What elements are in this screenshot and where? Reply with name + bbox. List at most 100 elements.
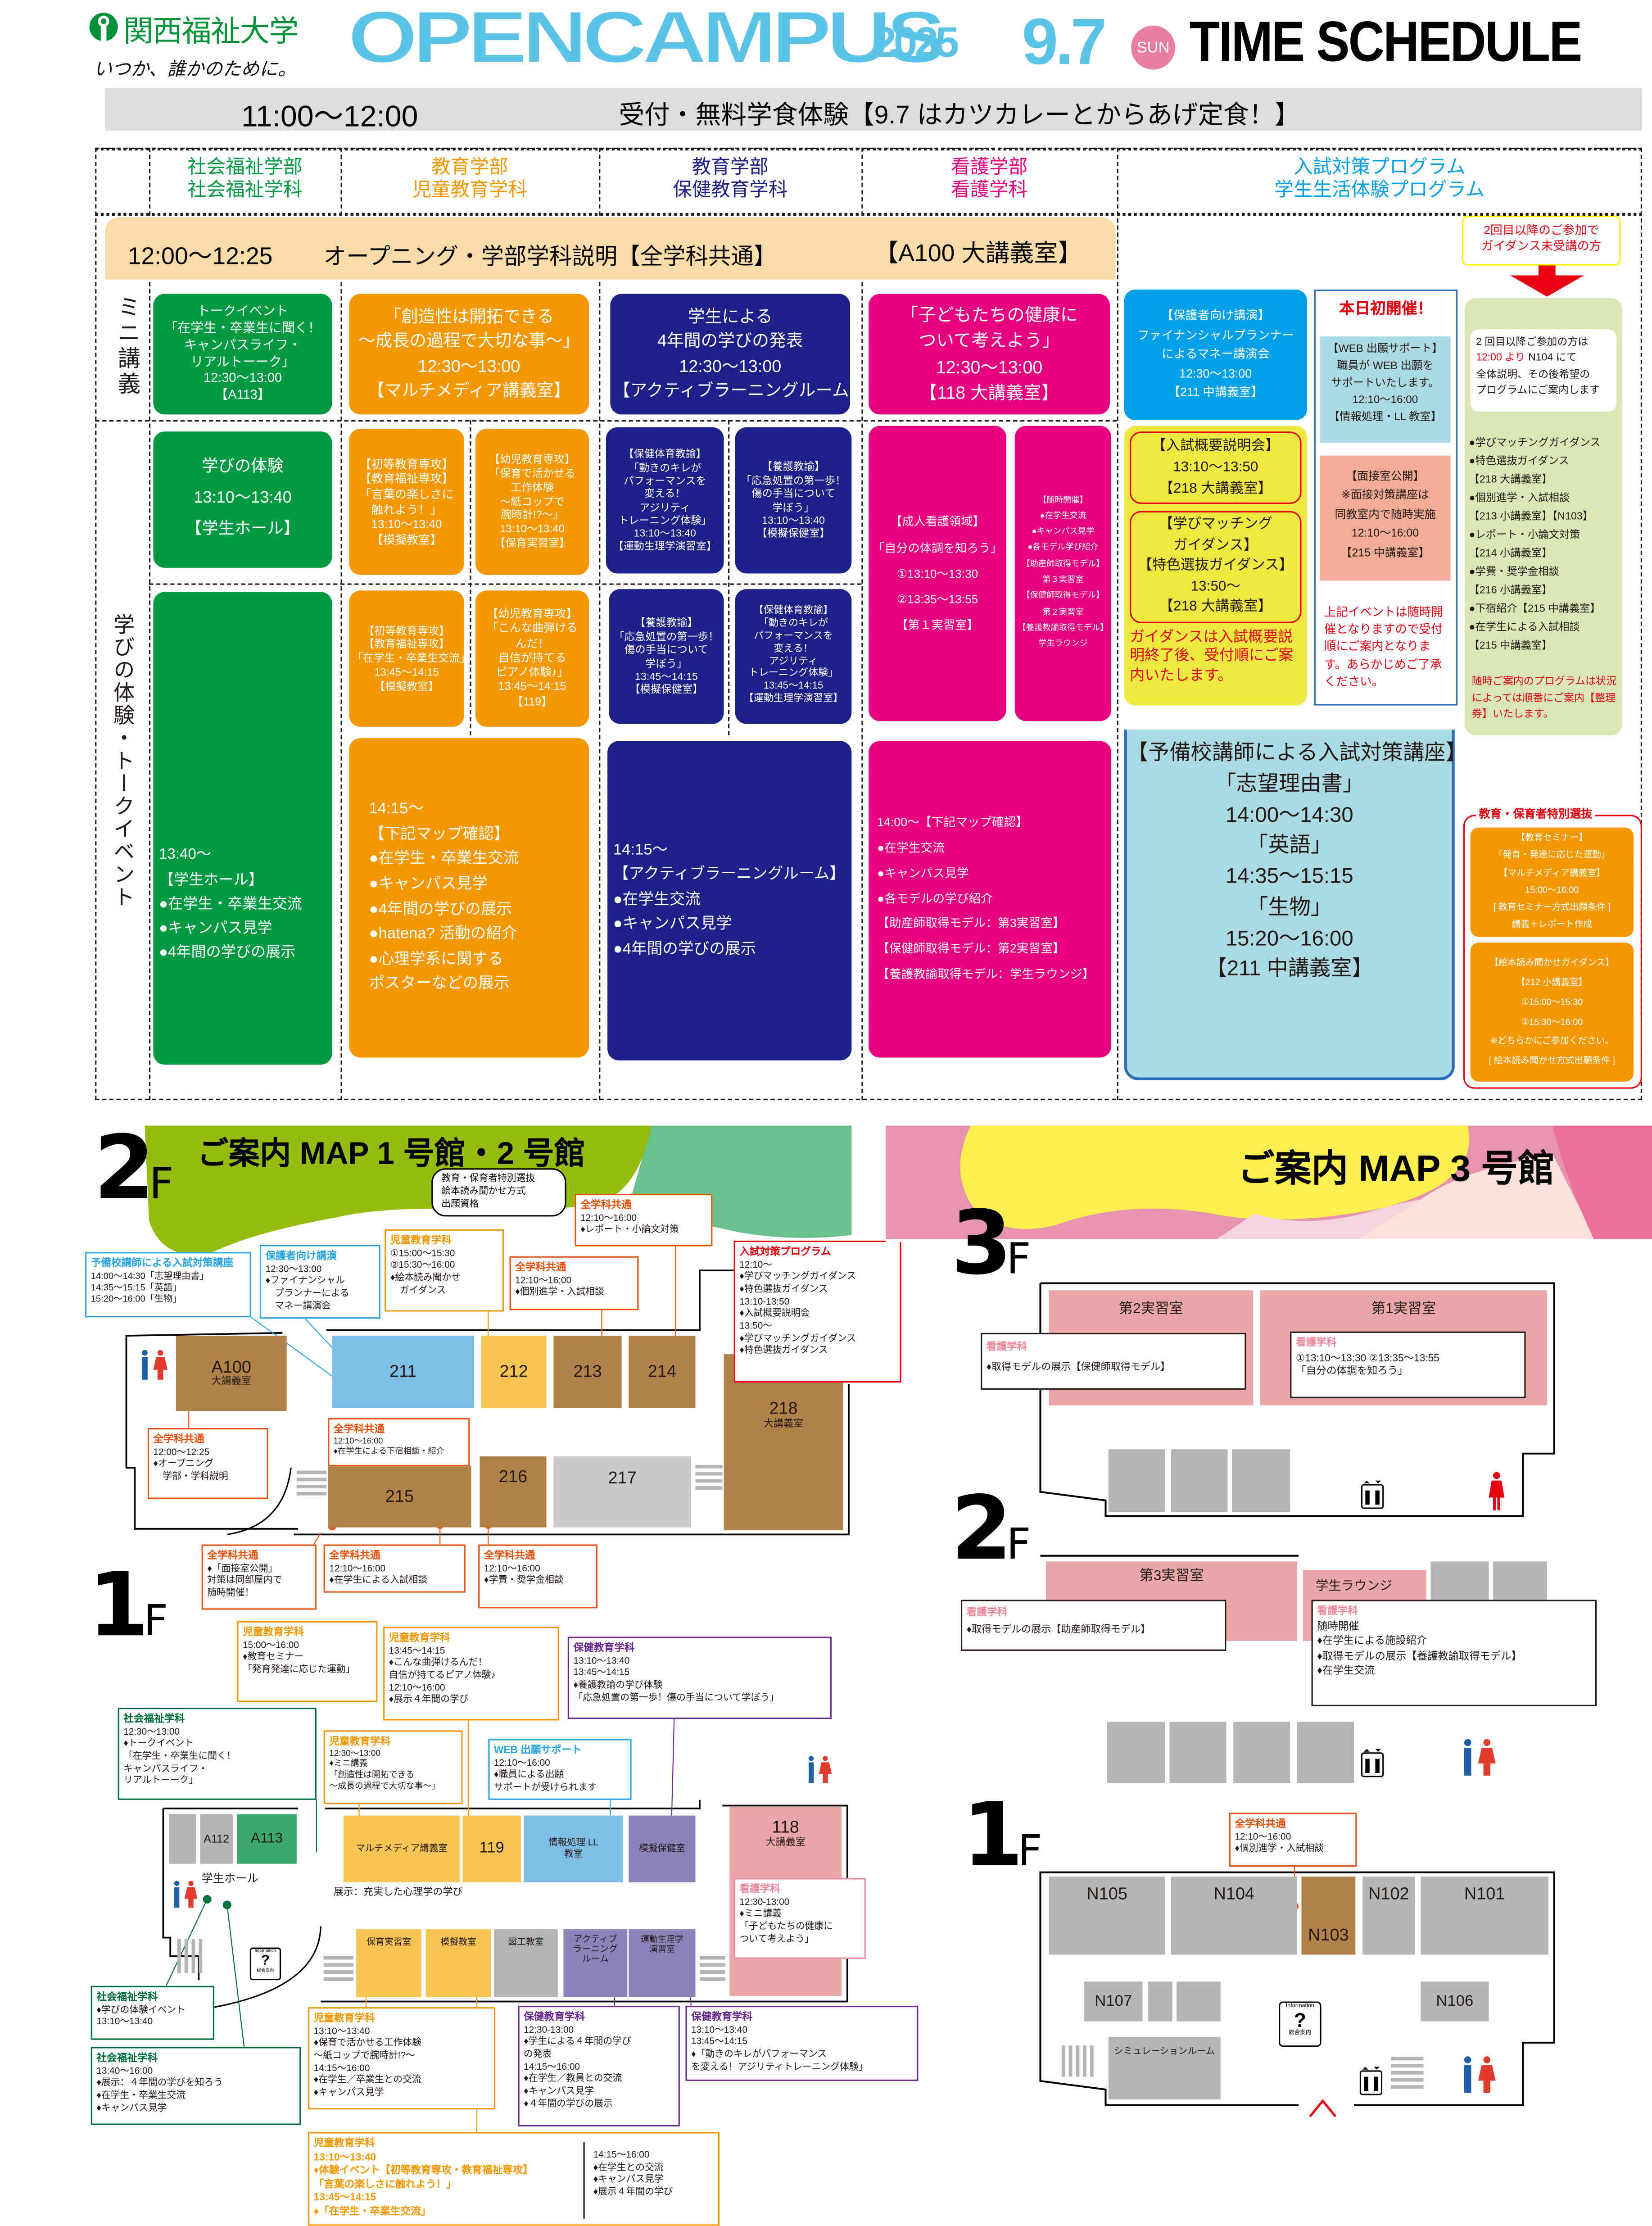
text-line: 学ぼう」 — [645, 656, 688, 670]
school-nurse-card-1: 【養護教諭】「応急処置の第一歩！傷の手当について学ぼう」13:10〜13:40【… — [735, 427, 852, 574]
room-n102[interactable]: N102 — [1362, 1877, 1415, 1955]
text-line: 13:10〜13:40 — [194, 490, 292, 507]
early-childhood-card-1: 【幼児教育専攻】「保育で活かせる工作体験〜紙コップで腕時計!?〜」13:10〜1… — [475, 428, 589, 575]
callout-interview-room: 全学科共通♦「面接室公開」対策は同部屋内で随時開催！ — [201, 1544, 317, 1610]
column-header-admission: 入試対策プログラム学生生活体験プログラム — [1117, 156, 1642, 201]
pe-teacher-card-2: 【保健体育教諭】「動きのキレがパフォーマンスを変える！アジリティトレーニング体験… — [735, 589, 852, 724]
text-line: ♦教育セミナー — [243, 1652, 304, 1663]
mini-lecture-nursing-card: 「子どもたちの健康について考えよう」12:30〜13:00【118 大講義室】 — [869, 294, 1110, 415]
text-line: 13:45〜14:15 — [374, 665, 439, 679]
text-line: ピアノ体験♪」 — [496, 666, 569, 679]
room-212[interactable]: 212 — [481, 1336, 547, 1408]
text-line: ♦在学生／卒業生との交流 — [313, 2076, 421, 2086]
room-simulation[interactable]: シミュレーションルーム — [1108, 2037, 1221, 2099]
room-215[interactable]: 215 — [328, 1466, 471, 1528]
speech-bubble: 教育・保育者特別選抜絵本読み聞かせ方式出願資格 — [431, 1168, 566, 1217]
text-line: 13:50〜 — [739, 1321, 773, 1332]
room-unnamed — [1108, 1449, 1165, 1512]
matching-guidance-card: 【学びマッチングガイダンス】【特色選抜ガイダンス】13:50〜【218 大講義室… — [1130, 511, 1302, 623]
text-line: 【幼児教育専攻】 — [489, 453, 575, 467]
floor-label-2f: 2F — [951, 1484, 1031, 1573]
text-line: 〜紙コップで腕時計!?〜 — [313, 2051, 415, 2061]
text-line: 【保護者向け講演】 — [1161, 308, 1270, 322]
text-line: 〜成長の過程で大切な事〜」 — [329, 1783, 440, 1792]
text-line: 13:10〜13:40 — [634, 526, 696, 540]
column-divider — [470, 420, 471, 735]
text-line: 【218 大講義室】 — [1469, 472, 1552, 486]
room-exercise-physiology[interactable]: 運動生理学演習室 — [629, 1929, 696, 1998]
restroom-icon — [142, 1350, 167, 1380]
dept-label: 入試対策プログラム — [1293, 156, 1466, 178]
text-line: 【学びマッチング — [1159, 517, 1272, 533]
text-line: 15:00〜16:00 — [1525, 885, 1579, 896]
room-mock-health[interactable]: 模擬保健室 — [629, 1815, 696, 1882]
text-line: 【214 小講義室】 — [1469, 547, 1552, 560]
room-n107[interactable]: N107 — [1084, 1981, 1143, 2022]
table-header-rule — [95, 213, 1642, 216]
text-line: ※どちらかにご参加ください。 — [1490, 1037, 1614, 1047]
room-label: N105 — [1086, 1883, 1127, 1904]
floor-number: 1 — [88, 1553, 149, 1657]
room-n106[interactable]: N106 — [1421, 1981, 1489, 2022]
room-119[interactable]: 119 — [462, 1815, 521, 1882]
room-childcare-practice[interactable]: 保育実習室 — [356, 1929, 422, 1998]
text-line: キャンパスライフ・ — [123, 1764, 208, 1774]
room-a113[interactable]: A113 — [237, 1814, 297, 1864]
school-nurse-card-2: 【養護教諭】「応急処置の第一歩！傷の手当について学ぼう」13:45〜14:15【… — [609, 589, 724, 724]
text-line: 〜紙コップで — [500, 494, 565, 508]
text-line: 14:00〜【下記マップ確認】 — [877, 815, 1028, 829]
text-line: サポートいたします。 — [1331, 376, 1439, 389]
room-n103[interactable]: N103 — [1301, 1877, 1356, 1955]
early-childhood-card-2: 【幼児教育専攻】「こんな曲弾けるんだ！自信が持てるピアノ体験♪」13:45〜14… — [475, 590, 589, 727]
entrance-caret-icon — [1309, 2099, 1337, 2117]
room-214[interactable]: 214 — [629, 1336, 696, 1408]
text-line: 【模擬教室】 — [374, 679, 439, 692]
room-multimedia[interactable]: マルチメディア講義室 — [343, 1815, 460, 1882]
room-active-learning[interactable]: アクティブラーニングルーム — [563, 1929, 628, 1998]
text-line: 社会福祉学科 — [123, 1712, 185, 1725]
text-line: 12:10〜16:00 — [329, 1564, 386, 1574]
text-line: 触れよう！」 — [371, 502, 442, 516]
text-line: 学生による — [688, 306, 773, 326]
room-label: 第1実習室 — [1371, 1301, 1436, 1318]
text-line: 看護学科 — [966, 1605, 1008, 1618]
room-216[interactable]: 216 — [480, 1456, 547, 1528]
text-line: 15:20〜16:00 — [1225, 926, 1353, 951]
text-line: 「生物」 — [1247, 895, 1332, 920]
edu-special-title: 教育・保育者特別選抜 — [1476, 806, 1595, 822]
room-213[interactable]: 213 — [553, 1336, 622, 1408]
room-a112[interactable]: A112 — [200, 1814, 233, 1864]
room-mock-classroom[interactable]: 模擬教室 — [425, 1929, 491, 1998]
room-n104[interactable]: N104 — [1171, 1877, 1298, 1955]
text-line: 第３実習室 — [1042, 576, 1084, 585]
repeat-visitor-info: 2 回目以降ご参加の方は 12:00 より N104 にて 全体説明、その後希望… — [1470, 329, 1617, 412]
room-n105[interactable]: N105 — [1049, 1877, 1165, 1955]
text-line: 学びの体験 — [202, 458, 284, 476]
room-n101[interactable]: N101 — [1421, 1877, 1548, 1955]
text-line: リアルトーーク」 — [190, 354, 295, 368]
text-line: 12:30〜13:00 — [123, 1727, 180, 1737]
text-line: 全学科共通 — [580, 1198, 632, 1211]
callout-nursing-2f-left: 看護学科♦取得モデルの展示【助産師取得モデル】 — [960, 1600, 1227, 1651]
text-line: 【養護教諭】 — [762, 460, 825, 473]
text-line: 【211 中講義室】 — [1168, 385, 1263, 399]
information-icon: Information ? 総合案内 — [1279, 2001, 1322, 2047]
text-line: 「発育・発達に応じた運動」 — [1494, 850, 1610, 861]
text-line: ♦在学生との交流 — [593, 2163, 664, 2173]
anytime-note: 上記イベントは随時開催となりますので受付順にご案内となります。あらかじめご了承く… — [1324, 604, 1443, 688]
room-211[interactable]: 211 — [332, 1336, 474, 1408]
room-217[interactable]: 217 — [553, 1456, 692, 1528]
text-line: ●在学生交流 — [1040, 512, 1086, 521]
text-line: ♦学費・奨学金相談 — [484, 1576, 564, 1586]
room-art[interactable]: 図工教室 — [493, 1929, 558, 1998]
text-line: ガイダンス】 — [1173, 537, 1258, 553]
room-info-ll[interactable]: 情報処理 LL 教室 — [524, 1815, 623, 1882]
